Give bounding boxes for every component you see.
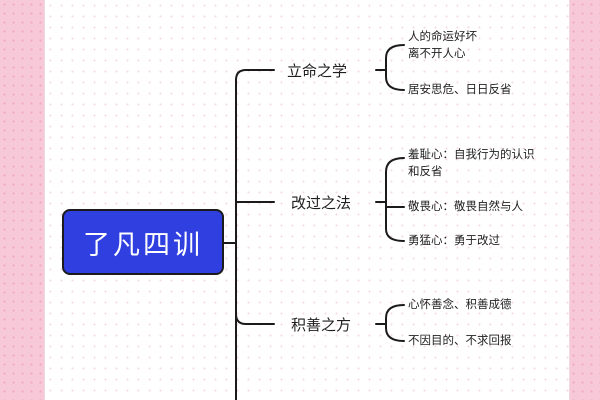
branch-3-leaf-bracket xyxy=(385,304,405,342)
leaf-node[interactable]: 居安思危、日日反省 xyxy=(408,81,512,98)
leaf-label: 离不开人心 xyxy=(408,46,466,60)
branch-3-connector xyxy=(235,313,275,325)
mindmap-canvas xyxy=(44,0,570,400)
branch-1-connector xyxy=(235,69,275,81)
leaf-label: 不因目的、不求回报 xyxy=(408,333,512,347)
branch-2-leaf-bracket xyxy=(385,157,405,242)
leaf-node[interactable]: 敬畏心：敬畏自然与人 xyxy=(408,198,523,215)
leaf-node[interactable]: 羞耻心：自我行为的认识 和反省 xyxy=(408,146,535,180)
branch-node-gaiguo-zhifa[interactable]: 改过之法 xyxy=(291,192,351,213)
leaf-label: 敬畏心：敬畏自然与人 xyxy=(408,199,523,213)
leaf-node[interactable]: 勇猛心：勇于改过 xyxy=(408,232,500,249)
branch-1-leaf-bracket xyxy=(385,44,405,91)
branch-label: 立命之学 xyxy=(287,62,348,80)
leaf-label: 羞耻心：自我行为的认识 xyxy=(408,147,535,161)
branch-node-lime-zhixue[interactable]: 立命之学 xyxy=(287,60,347,81)
leaf-label: 心怀善念、积善成德 xyxy=(408,297,512,311)
leaf-node[interactable]: 人的命运好坏 离不开人心 xyxy=(408,28,477,62)
leaf-label: 勇猛心：勇于改过 xyxy=(408,233,500,247)
root-node[interactable]: 了凡四训 xyxy=(62,209,224,275)
root-label: 了凡四训 xyxy=(83,229,203,261)
leaf-label: 人的命运好坏 xyxy=(408,29,477,43)
leaf-node[interactable]: 心怀善念、积善成德 xyxy=(408,296,512,313)
leaf-label: 居安思危、日日反省 xyxy=(408,82,512,96)
left-pink-border xyxy=(0,0,52,400)
branch-label: 积善之方 xyxy=(291,316,352,334)
leaf-node[interactable]: 不因目的、不求回报 xyxy=(408,332,512,349)
leaf-label: 和反省 xyxy=(408,164,443,178)
branch-label: 改过之法 xyxy=(291,194,352,212)
branch-node-jishan-zhifang[interactable]: 积善之方 xyxy=(291,314,351,335)
